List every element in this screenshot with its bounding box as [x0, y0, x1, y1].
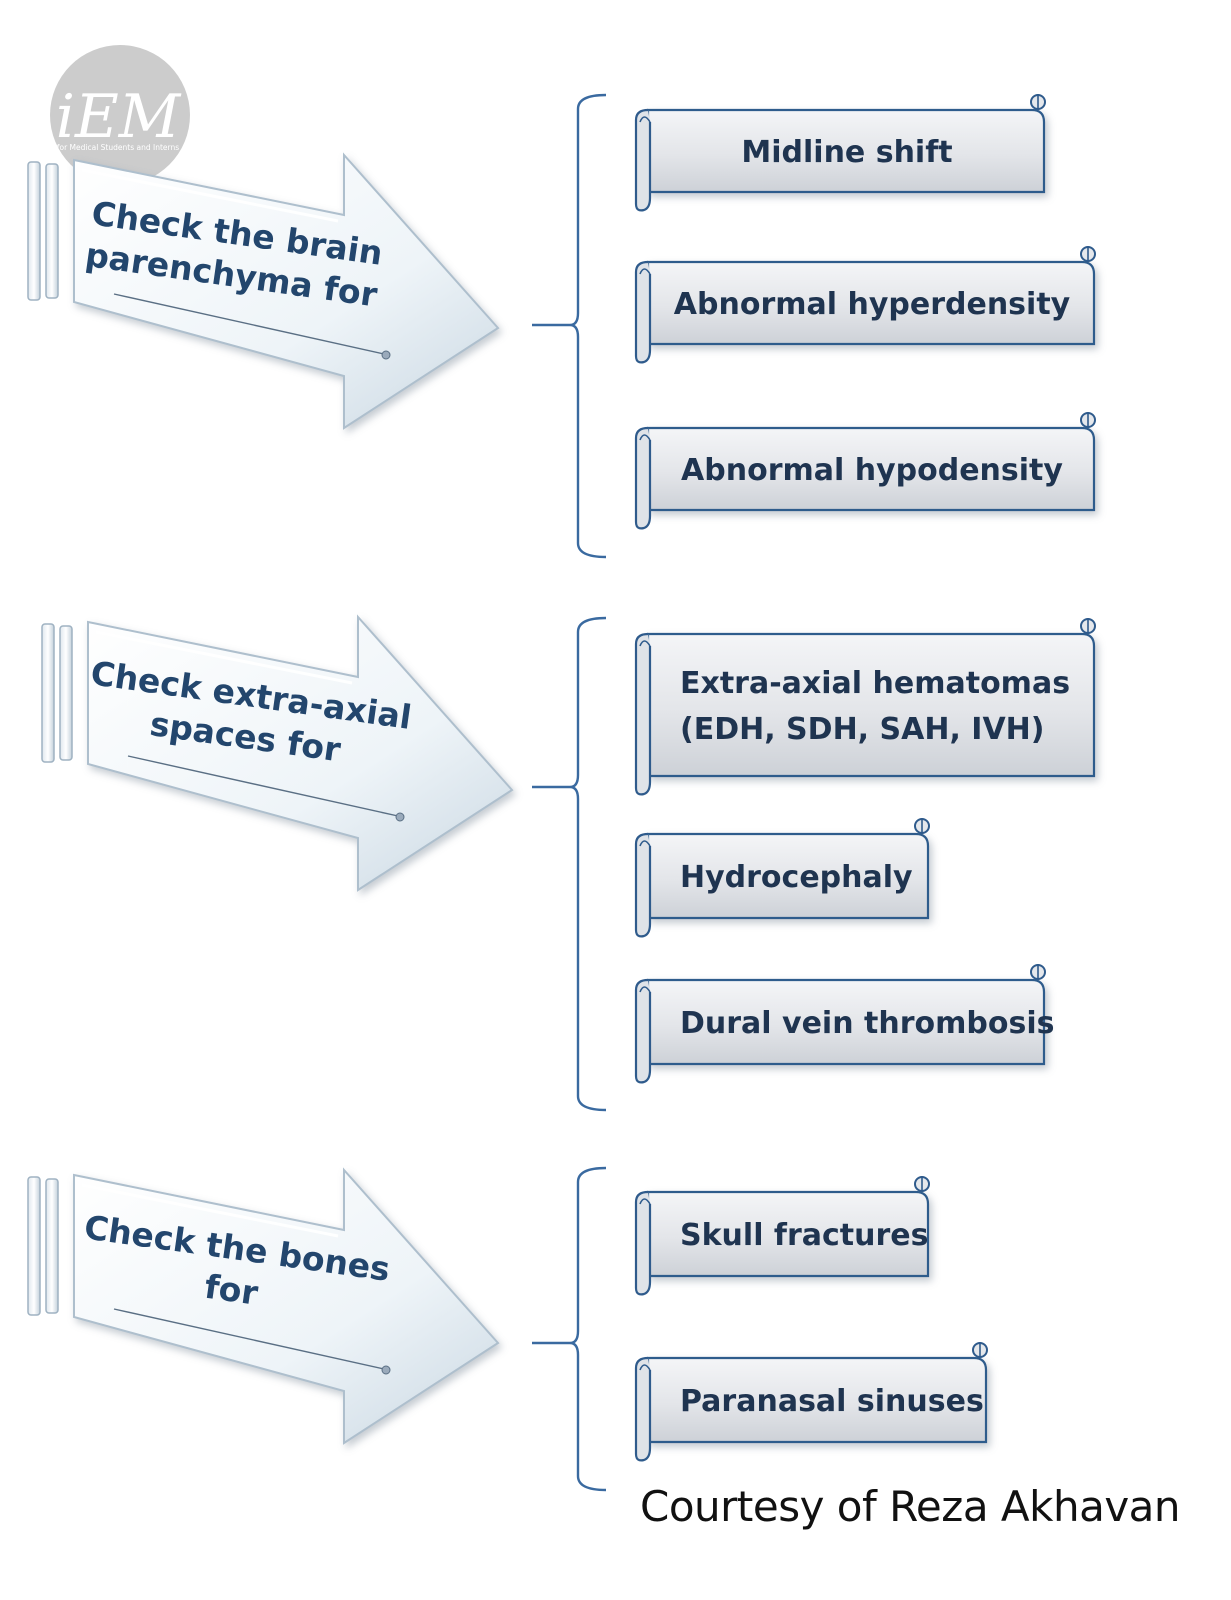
arrow-highlight: [95, 630, 353, 685]
arrow-highlight: [81, 1183, 339, 1238]
scroll-item: Hydrocephaly: [634, 818, 930, 938]
scroll-body: [646, 260, 1096, 346]
scroll-body: [646, 108, 1046, 194]
scroll-left-roll: [634, 108, 652, 212]
arrow-underline: [113, 1308, 385, 1370]
scroll-label: Skull fractures: [680, 1218, 929, 1253]
credit-text: Courtesy of Reza Akhavan: [640, 1482, 1181, 1531]
scroll-left-roll: [634, 632, 652, 796]
arrow-underline-dot: [395, 812, 405, 822]
scroll-label: Abnormal hypodensity: [681, 453, 1063, 488]
arrow-highlight: [81, 168, 339, 223]
scroll-item: Abnormal hypodensity: [634, 412, 1096, 530]
arrow-underline-dot: [381, 350, 391, 360]
arrow-tail-bar: [41, 623, 55, 763]
scroll-body: [646, 426, 1096, 512]
scroll-label: (EDH, SDH, SAH, IVH): [680, 712, 1044, 747]
scroll-item: Paranasal sinuses: [634, 1342, 988, 1462]
scroll-label: Abnormal hyperdensity: [674, 287, 1071, 322]
scroll-body: [646, 1356, 988, 1444]
arrow-tail-bar: [27, 161, 41, 301]
arrow-underline: [127, 755, 399, 817]
scroll-left-roll: [634, 978, 652, 1084]
iem-logo: iEM for Medical Students and Interns: [50, 45, 190, 185]
bracket-3: [569, 1166, 607, 1492]
scroll-item: Dural vein thrombosis: [634, 964, 1054, 1084]
arrow-tail-bar: [45, 1178, 59, 1314]
arrow-tail-bar: [59, 625, 73, 761]
scroll-left-roll: [634, 1190, 652, 1296]
scroll-item: Midline shift: [634, 94, 1046, 212]
arrow-shape: [87, 614, 514, 892]
scroll-item: Skull fractures: [634, 1176, 930, 1296]
arrow-label-line: for: [202, 1267, 261, 1313]
scroll-label: Paranasal sinuses: [680, 1384, 984, 1419]
arrow-shape: [73, 1167, 500, 1445]
scroll-body: [646, 832, 930, 920]
arrow-shape: [73, 152, 500, 430]
scroll-left-roll: [634, 832, 652, 938]
scroll-label: Hydrocephaly: [680, 860, 913, 895]
scroll-label: Midline shift: [741, 135, 952, 170]
arrow-underline: [113, 293, 385, 355]
scroll-label: Extra-axial hematomas: [680, 666, 1070, 701]
scroll-label: Dural vein thrombosis: [680, 1006, 1054, 1041]
scroll-left-roll: [634, 260, 652, 364]
arrow-tail-bar: [27, 1176, 41, 1316]
scroll-body: [646, 978, 1046, 1066]
bracket-1: [569, 93, 607, 559]
scroll-body: [646, 1190, 930, 1278]
scroll-left-roll: [634, 426, 652, 530]
bracket-2: [569, 616, 607, 1112]
arrow-underline-dot: [381, 1365, 391, 1375]
scroll-item: Abnormal hyperdensity: [634, 246, 1096, 364]
scroll-left-roll: [634, 1356, 652, 1462]
logo-tagline: for Medical Students and Interns: [57, 143, 179, 152]
arrow-tail-bar: [45, 163, 59, 299]
scroll-body: [646, 632, 1096, 778]
scroll-item: Extra-axial hematomas (EDH, SDH, SAH, IVH…: [634, 618, 1096, 796]
logo-text: iEM: [56, 82, 182, 152]
